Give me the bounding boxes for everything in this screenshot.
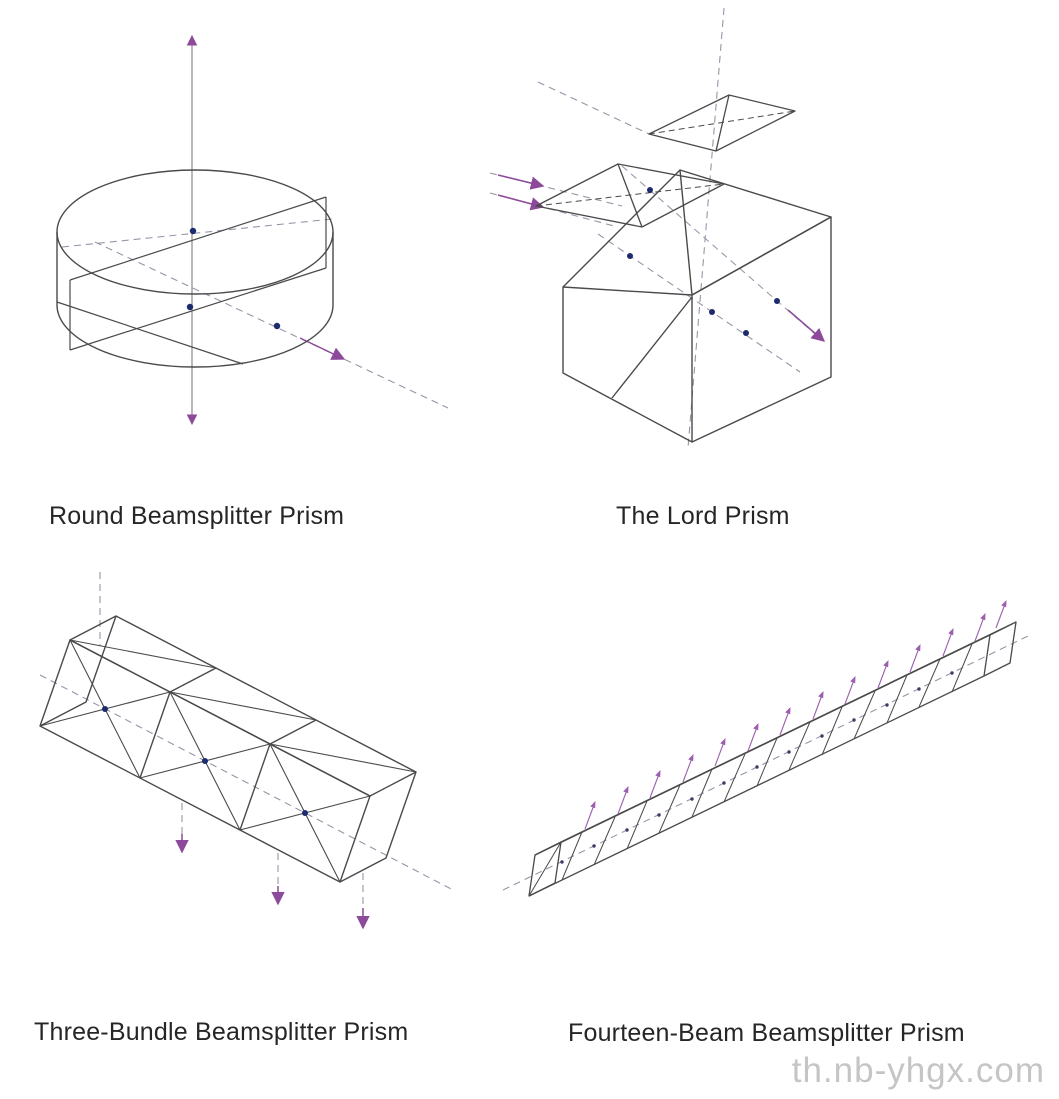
dashed-axis xyxy=(502,635,1029,891)
intersection-dots xyxy=(102,706,308,816)
cylinder-body xyxy=(56,169,334,368)
figure-label-lord-prism: The Lord Prism xyxy=(616,502,790,530)
watermark-text: th.nb-yhgx.com xyxy=(791,1051,1045,1090)
figure-label-fourteen-beam: Fourteen-Beam Beamsplitter Prism xyxy=(568,1019,965,1047)
exit-beam-arrows xyxy=(175,834,370,930)
dashed-beam-paths xyxy=(39,572,456,914)
axis-dots xyxy=(560,671,954,864)
dashed-axis-lines xyxy=(61,218,449,409)
splitter-facets xyxy=(561,643,973,881)
intersection-dots xyxy=(627,187,780,336)
dashed-beam-paths xyxy=(489,7,823,449)
entry-beam-arrows xyxy=(497,174,545,211)
splitter-flap-2 xyxy=(648,94,796,152)
fourteen-beam-beamsplitter-prism-diagram xyxy=(502,599,1029,897)
output-beam-arrows xyxy=(584,599,1008,830)
splitter-plane-edges xyxy=(56,196,327,365)
round-beamsplitter-prism-diagram xyxy=(56,34,449,426)
splitter-flap-1 xyxy=(535,163,725,228)
lord-prism-diagram xyxy=(489,7,832,449)
three-bundle-beamsplitter-prism-diagram xyxy=(39,572,456,930)
figure-label-three-bundle: Three-Bundle Beamsplitter Prism xyxy=(34,1018,409,1046)
exit-beam-arrow xyxy=(787,309,826,342)
bar-prism-body xyxy=(528,621,1017,897)
figure-label-round-beamsplitter: Round Beamsplitter Prism xyxy=(49,502,345,530)
splitter-diagonals xyxy=(39,639,417,883)
intersection-dots xyxy=(186,227,281,330)
prism-body xyxy=(562,169,832,443)
bar-prism-body xyxy=(39,615,417,883)
